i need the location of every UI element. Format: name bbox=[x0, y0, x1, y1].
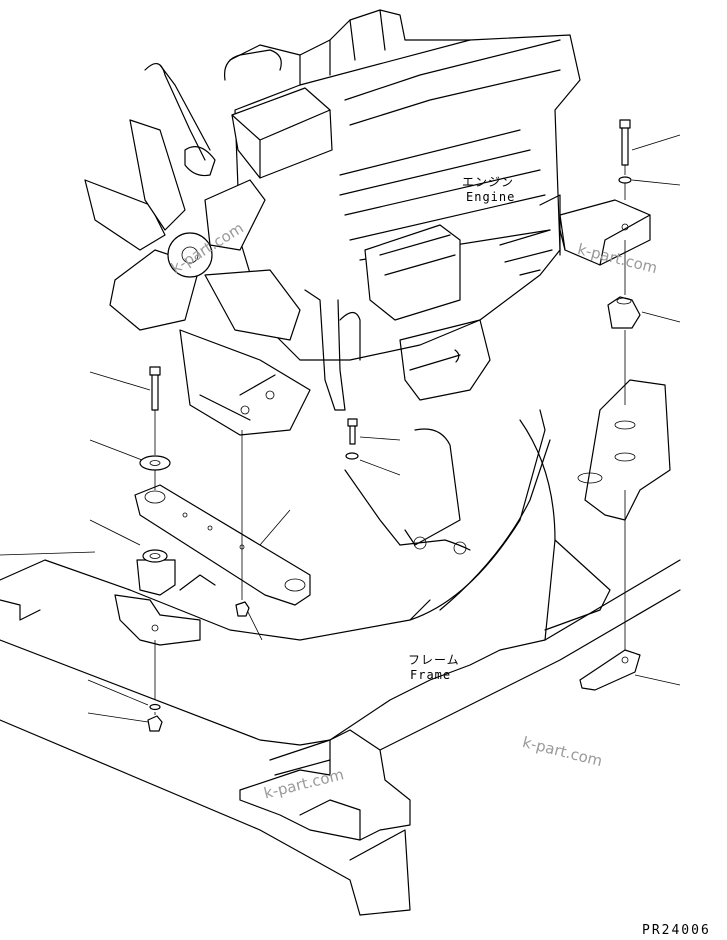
main-frame bbox=[0, 409, 681, 916]
right-frame-bracket bbox=[577, 379, 671, 521]
frame-label-jp: フレーム bbox=[408, 653, 460, 667]
leader-lines bbox=[0, 134, 681, 723]
left-frame-mount bbox=[114, 549, 216, 646]
assembly-lines bbox=[154, 165, 626, 715]
engine-label-jp: エンジン bbox=[462, 175, 515, 189]
figure-id: PR24006 bbox=[642, 923, 711, 938]
engine-assembly bbox=[144, 9, 581, 411]
fasteners bbox=[139, 119, 641, 732]
rear-engine-bracket bbox=[559, 199, 651, 266]
frame-label-en: Frame bbox=[410, 668, 452, 682]
front-engine-bracket bbox=[179, 329, 311, 436]
engine-label-en: Engine bbox=[466, 190, 516, 204]
mount-crossbar bbox=[134, 484, 311, 606]
cooling-fan bbox=[84, 119, 301, 341]
